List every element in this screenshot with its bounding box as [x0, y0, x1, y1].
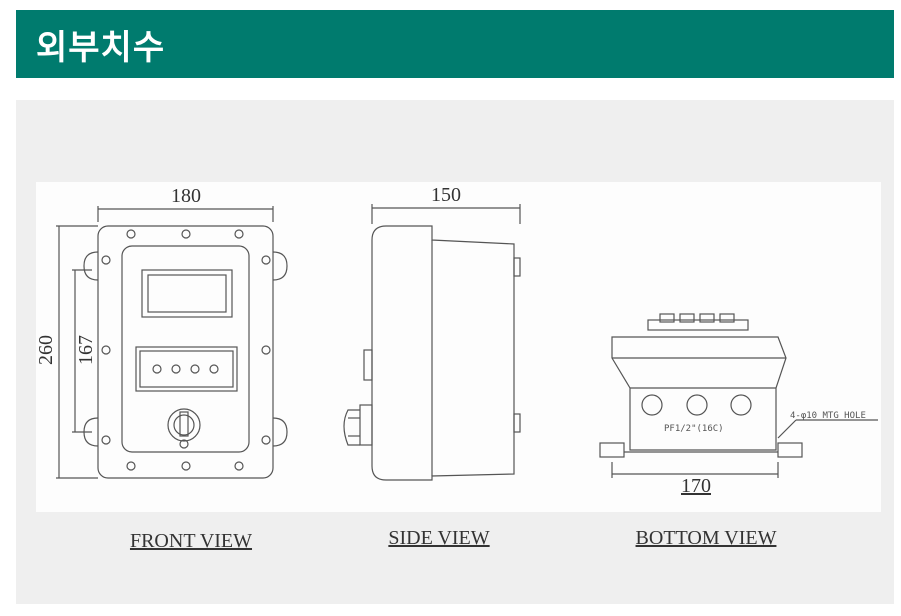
title-bar: 외부치수: [16, 10, 894, 78]
page-title: 외부치수: [36, 28, 166, 68]
front-height-label: 260: [35, 335, 57, 365]
side-view: [343, 204, 521, 481]
mount-hole-label: 4-φ10 MTG HOLE: [790, 411, 866, 421]
side-view-caption: SIDE VIEW: [388, 527, 489, 549]
front-view-caption: FRONT VIEW: [130, 530, 252, 552]
conduit-label: PF1/2"(16C): [664, 424, 724, 434]
bottom-view-caption: BOTTOM VIEW: [636, 527, 777, 549]
front-mount-label: 167: [75, 335, 97, 365]
front-view: [56, 206, 288, 479]
side-depth-label: 150: [431, 184, 461, 206]
front-width-label: 180: [171, 185, 201, 207]
bottom-width-label: 170: [681, 475, 711, 497]
bottom-view: [599, 313, 878, 478]
